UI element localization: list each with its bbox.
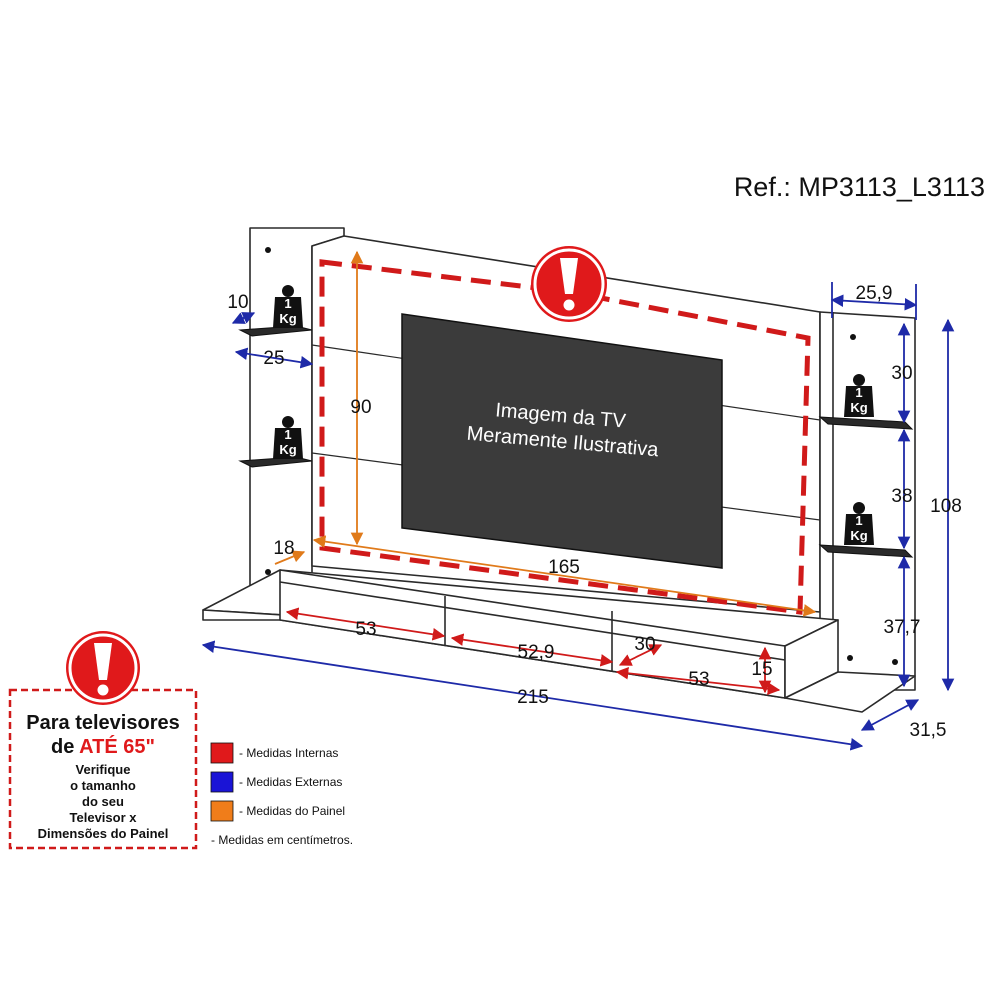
dim-label-53b: 53: [688, 669, 709, 690]
dim-label-529: 52,9: [518, 642, 555, 663]
dim-line-215: [201, 640, 864, 751]
dim-line-10: [231, 312, 256, 324]
warning-frame: [8, 688, 198, 850]
exclamation-warning-icon: [531, 246, 607, 322]
panel-dimension-lines: [274, 250, 817, 617]
reference-label: Ref.: MP3113_L3113: [734, 172, 985, 202]
dim-line-165: [312, 535, 817, 617]
legend-swatch-panel: [210, 800, 234, 822]
svg-text:1: 1: [284, 427, 291, 442]
weight-icon: 1 Kg: [273, 285, 303, 328]
external-dimension-lines: [201, 282, 955, 751]
svg-text:1: 1: [855, 385, 862, 400]
warning-title-line2: de ATÉ 65": [51, 735, 155, 758]
shelves: [238, 325, 914, 558]
svg-text:1: 1: [855, 513, 862, 528]
svg-text:1: 1: [284, 296, 291, 311]
legend-note: - Medidas em centímetros.: [211, 833, 353, 847]
dim-label-10: 10: [227, 292, 248, 313]
svg-text:Kg: Kg: [850, 528, 867, 543]
weight-icon: 1 Kg: [844, 502, 874, 545]
warning-body-line: Televisor x: [70, 810, 138, 825]
shelf-right-bottom: [818, 544, 914, 558]
warning-body-line: Verifique: [76, 762, 131, 777]
legend-swatch-internal: [210, 742, 234, 764]
fixing-hole: [847, 655, 853, 661]
dim-label-30-right: 30: [891, 363, 912, 384]
dim-line-53a: [285, 607, 446, 641]
dim-label-30: 30: [634, 634, 655, 655]
dim-line-25: [234, 347, 314, 369]
warning-body-line: Dimensões do Painel: [38, 826, 169, 841]
dim-label-25: 25: [263, 348, 284, 369]
dim-label-90: 90: [350, 397, 371, 418]
exclamation-warning-icon: [66, 631, 140, 705]
dim-label-53a: 53: [355, 619, 376, 640]
svg-text:Kg: Kg: [850, 400, 867, 415]
dim-label-38: 38: [891, 486, 912, 507]
svg-text:Kg: Kg: [279, 442, 296, 457]
dim-label-377: 37,7: [884, 617, 921, 638]
internal-measure-frame: [319, 259, 811, 615]
dim-label-259: 25,9: [856, 283, 893, 304]
weight-icon: 1 Kg: [273, 416, 303, 459]
dim-label-18: 18: [273, 538, 294, 559]
dim-label-15: 15: [751, 659, 772, 680]
warning-body-line: do seu: [82, 794, 124, 809]
dim-label-215: 215: [517, 687, 549, 708]
fixing-hole: [892, 659, 898, 665]
warning-title-line1: Para televisores: [26, 712, 179, 734]
fixing-hole: [265, 569, 271, 575]
fixing-hole: [850, 334, 856, 340]
dimension-labels: 10 25 25,9 90 165 18 53 52,9 30 53 15 21…: [227, 283, 961, 741]
legend-label-internal: - Medidas Internas: [239, 746, 338, 760]
tv-size-warning: Para televisores de ATÉ 65" Verifique o …: [8, 631, 198, 850]
fixing-hole: [265, 247, 271, 253]
legend: - Medidas Internas - Medidas Externas - …: [210, 742, 353, 847]
weight-icon: 1 Kg: [844, 374, 874, 417]
dim-label-315: 31,5: [910, 720, 947, 741]
dim-line-315: [860, 699, 920, 731]
dim-line-18: [274, 550, 306, 565]
legend-label-panel: - Medidas do Painel: [239, 804, 345, 818]
legend-swatch-external: [210, 771, 234, 793]
dim-line-259: [830, 294, 918, 311]
shelf-right-top: [818, 416, 914, 430]
legend-label-external: - Medidas Externas: [239, 775, 342, 789]
right-side-panel: [819, 311, 916, 691]
svg-text:Kg: Kg: [279, 311, 296, 326]
dim-label-165: 165: [548, 557, 580, 578]
dim-label-108: 108: [930, 496, 962, 517]
warning-body-line: o tamanho: [70, 778, 136, 793]
